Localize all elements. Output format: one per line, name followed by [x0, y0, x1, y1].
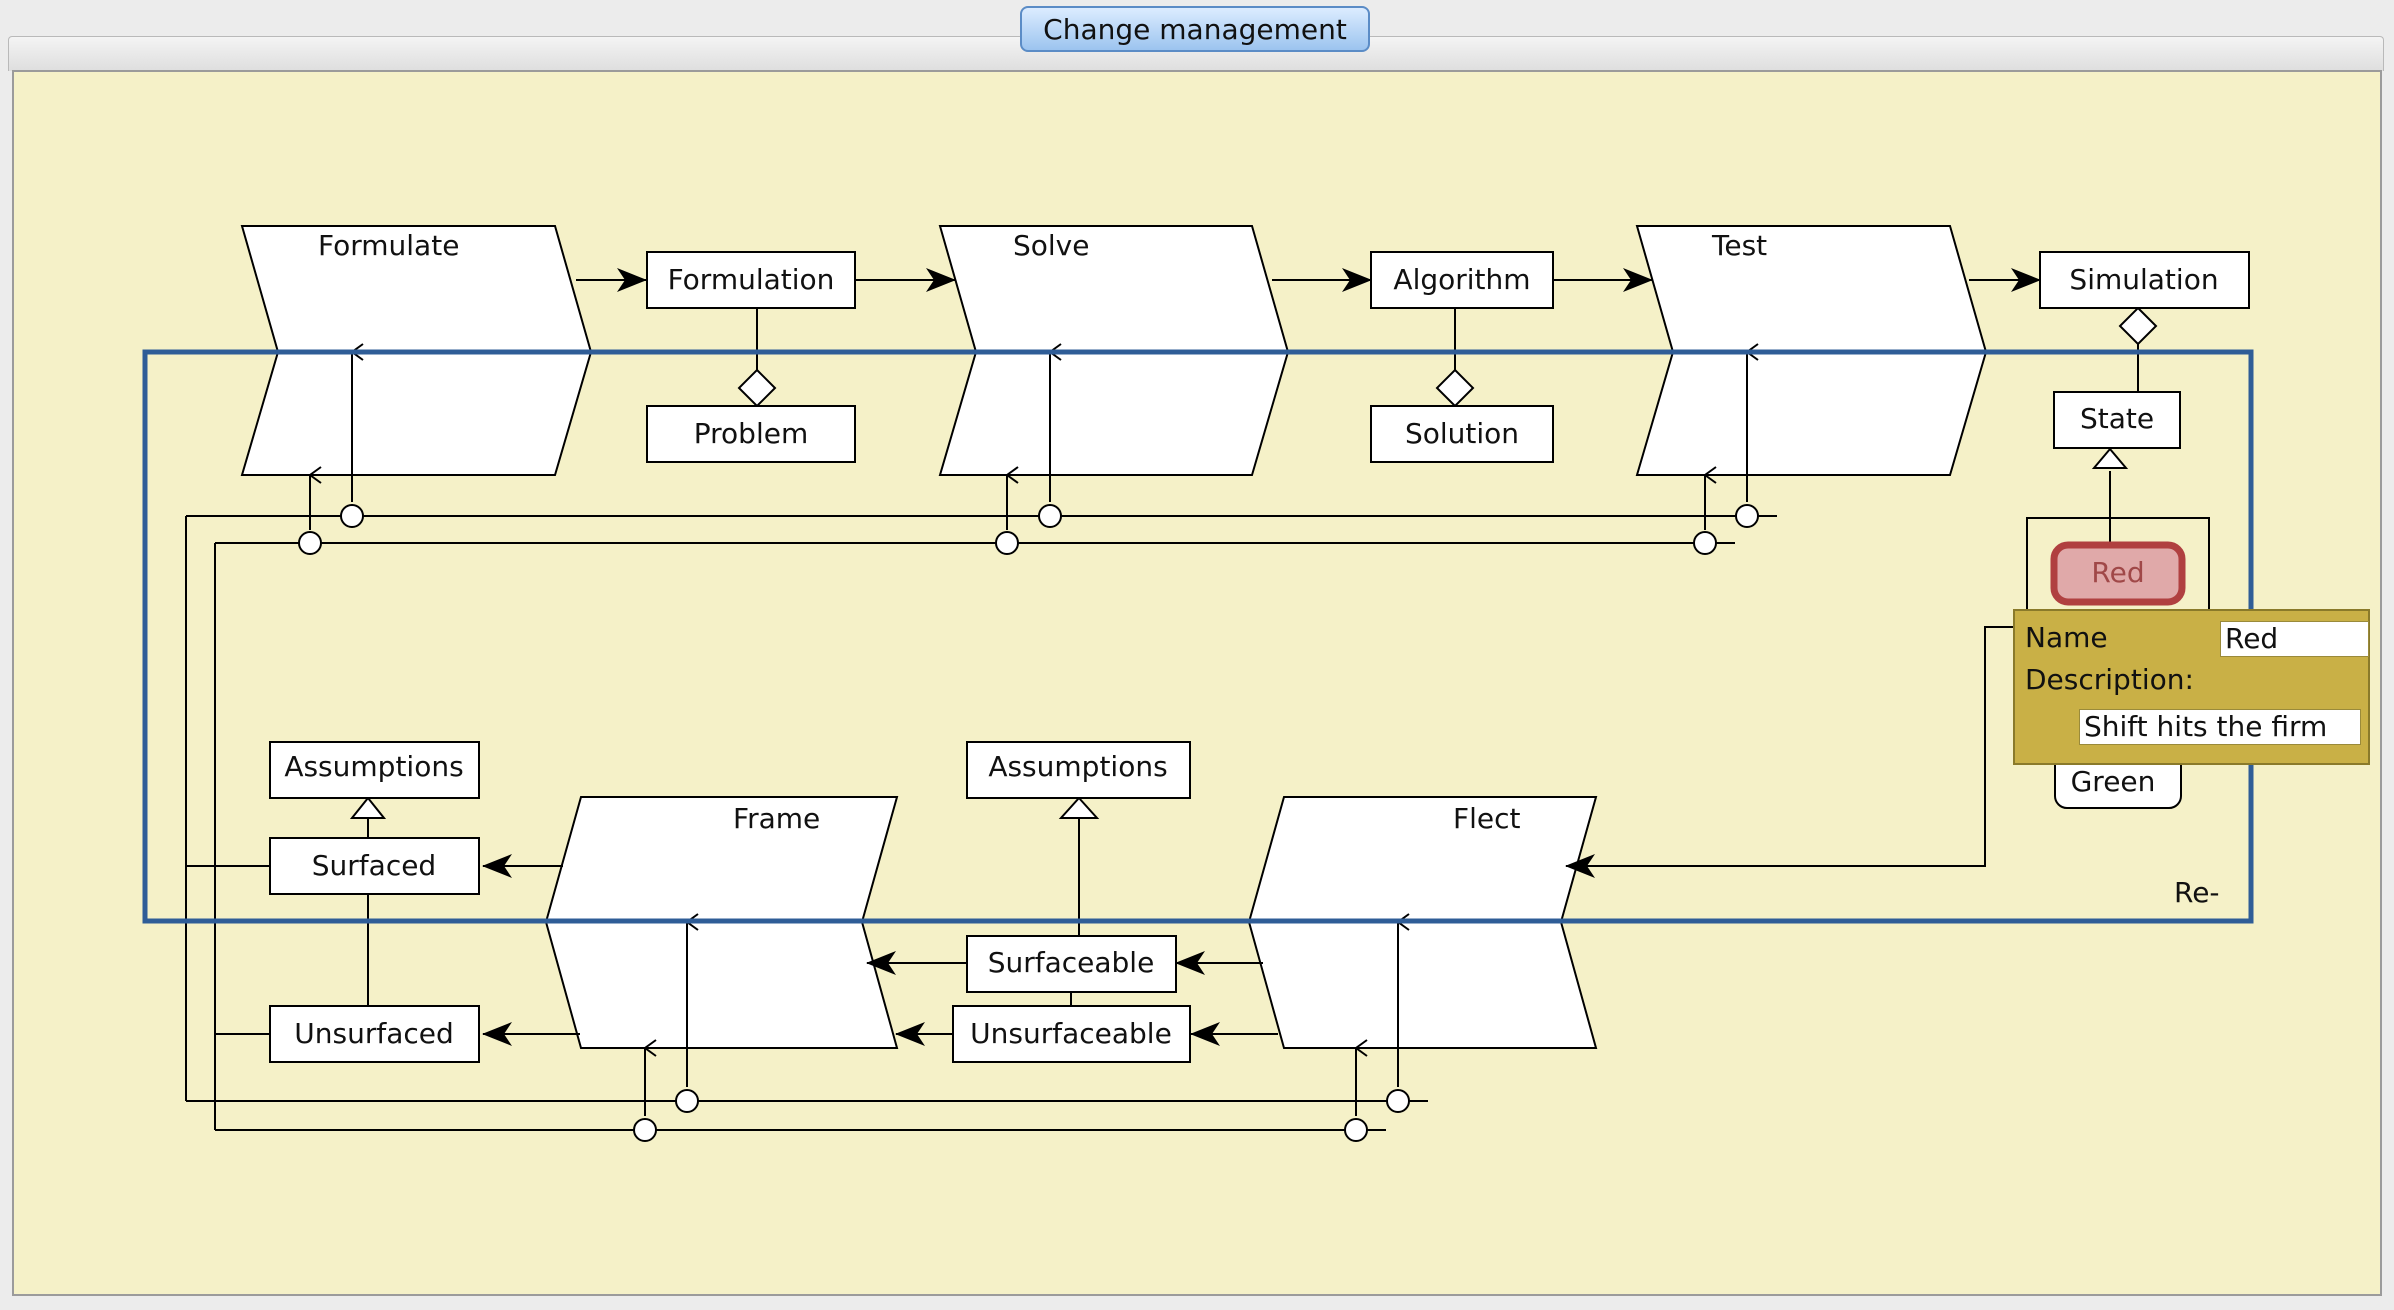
box-assumptions-mid[interactable] [966, 741, 1191, 799]
box-surfaced[interactable] [269, 837, 480, 895]
state-green-label: Green [2071, 765, 2156, 798]
box-assumptions-left[interactable] [269, 741, 480, 799]
box-surfaced-label: Surfaced [312, 849, 436, 882]
state-red-label: Red [2091, 556, 2144, 589]
box-state[interactable] [2053, 391, 2181, 449]
box-unsurfaceable-label: Unsurfaceable [970, 1017, 1172, 1050]
box-formulation[interactable] [646, 251, 856, 309]
process-test-label: Test [1711, 229, 1767, 262]
port [298, 531, 322, 555]
port [1386, 1089, 1410, 1113]
tab-change-management[interactable]: Change management [1020, 6, 1370, 52]
box-assumptions-mid-label: Assumptions [988, 750, 1167, 783]
box-formulation-label: Formulation [668, 263, 835, 296]
box-problem-label: Problem [694, 417, 808, 450]
process-flect-label: Flect [1453, 802, 1521, 835]
port [1735, 504, 1759, 528]
port [675, 1089, 699, 1113]
box-unsurfaced[interactable] [269, 1005, 480, 1063]
port [1038, 504, 1062, 528]
box-surfaceable-label: Surfaceable [988, 946, 1155, 979]
port [1344, 1118, 1368, 1142]
box-algorithm-label: Algorithm [1393, 263, 1530, 296]
box-simulation-label: Simulation [2069, 263, 2218, 296]
box-surfaceable[interactable] [966, 935, 1177, 993]
process-solve-label: Solve [1013, 229, 1089, 262]
region-label: Re- [2174, 876, 2220, 909]
state-red[interactable] [2050, 541, 2186, 606]
port [995, 531, 1019, 555]
description-label: Description: [2025, 663, 2194, 696]
box-solution-label: Solution [1405, 417, 1519, 450]
box-solution[interactable] [1370, 405, 1554, 463]
box-algorithm[interactable] [1370, 251, 1554, 309]
box-unsurfaced-label: Unsurfaced [294, 1017, 454, 1050]
port [340, 504, 364, 528]
property-popup[interactable]: Name Red Description: Shift hits the fir… [2013, 609, 2370, 765]
box-assumptions-left-label: Assumptions [284, 750, 463, 783]
box-problem[interactable] [646, 405, 856, 463]
process-frame-label: Frame [733, 802, 820, 835]
box-simulation[interactable] [2039, 251, 2250, 309]
name-label: Name [2025, 621, 2108, 654]
description-field[interactable]: Shift hits the firm [2079, 709, 2361, 745]
port [633, 1118, 657, 1142]
box-unsurfaceable[interactable] [952, 1005, 1191, 1063]
process-formulate-label: Formulate [318, 229, 459, 262]
box-state-label: State [2080, 402, 2154, 435]
name-field[interactable]: Red [2220, 621, 2369, 657]
port [1693, 531, 1717, 555]
